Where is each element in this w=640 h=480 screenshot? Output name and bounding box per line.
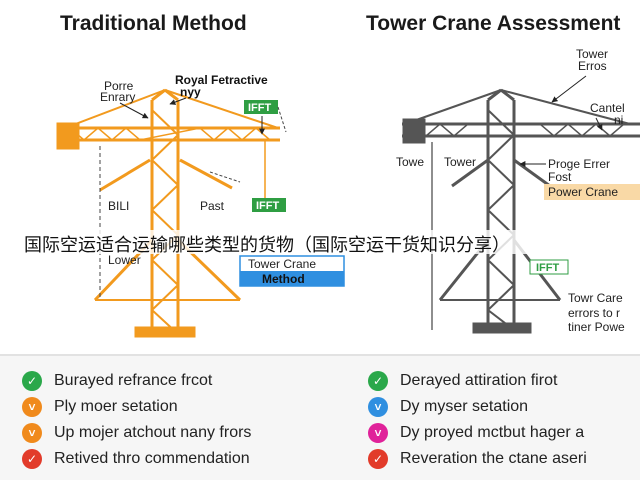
panel-title-right: Tower Crane Assessment bbox=[366, 12, 621, 35]
list-item: ˅ Up mojer atchout nany frors bbox=[22, 420, 251, 446]
label-proge: Proge Errer bbox=[548, 157, 610, 171]
panel-title-left: Traditional Method bbox=[60, 12, 247, 35]
right-box-label: IFFT bbox=[536, 262, 559, 274]
list-item: ˅ Dy proyed mctbut hager a bbox=[368, 420, 587, 446]
list-item: ˅ Dy myser setation bbox=[368, 394, 587, 420]
power-crane-box bbox=[544, 184, 640, 200]
check-icon: ✓ bbox=[22, 371, 42, 391]
arrow-royal bbox=[169, 97, 187, 105]
label-tower-erros-2: Erros bbox=[578, 59, 607, 73]
list-item: ✓ Retived thro commendation bbox=[22, 446, 251, 472]
chevron-icon: ˅ bbox=[368, 397, 388, 417]
chevron-icon: ˅ bbox=[22, 397, 42, 417]
section-divider bbox=[0, 354, 640, 356]
method-box-line2: Method bbox=[262, 272, 305, 286]
label-past: Past bbox=[200, 199, 225, 213]
check-icon: ✓ bbox=[22, 449, 42, 469]
right-box bbox=[529, 259, 569, 275]
label-nyy: nyy bbox=[180, 85, 201, 99]
checklist-area bbox=[0, 356, 640, 480]
power-crane-label: Power Crane bbox=[548, 185, 618, 199]
left-box-2-label: IFFT bbox=[256, 200, 279, 212]
list-item-label: Burayed refrance frcot bbox=[54, 372, 213, 389]
leader-box-1 bbox=[277, 106, 287, 133]
label-cantel: Cantel bbox=[590, 101, 625, 115]
arrow-enrary bbox=[119, 102, 149, 119]
left-box-1-label: IFFT bbox=[248, 102, 271, 114]
list-item: ✓ Reveration the ctane aseri bbox=[368, 446, 587, 472]
list-item: ˅ Ply moer setation bbox=[22, 394, 251, 420]
list-item-label: Retived thro commendation bbox=[54, 450, 250, 467]
check-icon: ✓ bbox=[368, 371, 388, 391]
label-note-1: Towr Care bbox=[568, 291, 623, 305]
label-ni: ni bbox=[614, 113, 623, 127]
label-enrary: Enrary bbox=[100, 90, 135, 104]
label-fost: Fost bbox=[548, 170, 572, 184]
chevron-icon: ˅ bbox=[368, 423, 388, 443]
label-bill: BILI bbox=[108, 199, 129, 213]
crane-diagrams: Porre Enrary Royal Fetractive nyy IFFT B… bbox=[56, 47, 640, 338]
label-tower-erros-1: Tower bbox=[576, 47, 608, 61]
label-note-2: errors to r bbox=[568, 306, 620, 320]
method-box-line1: Tower Crane bbox=[248, 257, 316, 271]
method-box-band bbox=[240, 271, 344, 286]
label-tower: Tower bbox=[444, 155, 476, 169]
list-item: ✓ Derayed attiration firot bbox=[368, 368, 587, 394]
list-item-label: Dy myser setation bbox=[400, 398, 529, 415]
left-box-2 bbox=[252, 198, 286, 212]
label-towe: Towe bbox=[396, 155, 424, 169]
left-box-1 bbox=[244, 100, 278, 114]
chevron-icon: ˅ bbox=[22, 423, 42, 443]
list-item-label: Reveration the ctane aseri bbox=[400, 450, 587, 467]
left-checklist: ✓ Burayed refrance frcot ˅ Ply moer setatio… bbox=[22, 368, 251, 472]
list-item-label: Derayed attiration firot bbox=[400, 372, 558, 389]
check-icon: ✓ bbox=[368, 449, 388, 469]
arrow-cantel bbox=[595, 117, 603, 131]
list-item: ✓ Burayed refrance frcot bbox=[22, 368, 251, 394]
label-porre: Porre bbox=[104, 79, 134, 93]
list-item-label: Up mojer atchout nany frors bbox=[54, 424, 252, 441]
overlay-caption: 国际空运适合运输哪些类型的货物（国际空运干货知识分享） bbox=[24, 235, 510, 256]
right-checklist: ✓ Derayed attiration firot ˅ Dy myser setat… bbox=[368, 368, 587, 472]
label-lower: Lower bbox=[108, 253, 141, 267]
label-note-3: tiner Powe bbox=[568, 320, 625, 334]
caption-backdrop bbox=[0, 230, 640, 254]
label-royal: Royal Fetractive bbox=[175, 73, 268, 87]
orange-crane bbox=[56, 88, 280, 338]
leader-right-mid bbox=[209, 171, 241, 183]
arrow-tower-erros bbox=[551, 75, 587, 103]
list-item-label: Dy proyed mctbut hager a bbox=[400, 424, 585, 441]
list-item-label: Ply moer setation bbox=[54, 398, 178, 415]
